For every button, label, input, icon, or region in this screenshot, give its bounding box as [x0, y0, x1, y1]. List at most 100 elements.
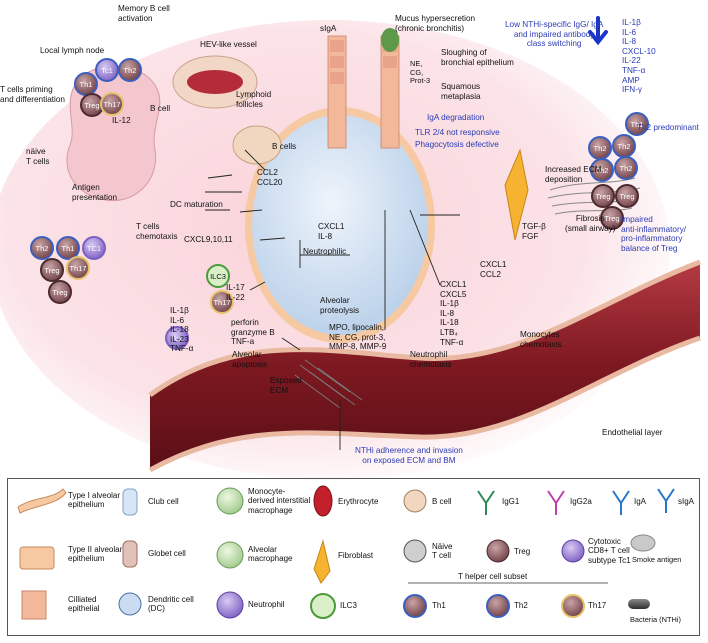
th1-cell-label: Th1 [631, 120, 644, 129]
th17-cell [210, 290, 234, 314]
label-low-nthi: Low NTHi-specific IgG/ IgA and impaired … [505, 20, 604, 49]
type2-epithelium-icon [19, 546, 55, 570]
legend-naive-t: Näive T cell [432, 542, 453, 561]
th2-cell-label: Th2 [620, 164, 633, 173]
legend-ciliated: Cilliated epithelial [68, 595, 100, 614]
legend-smoke: Smoke antigen [632, 555, 682, 564]
label-mucus: Mucus hypersecretion (chronic bronchitis… [395, 14, 476, 33]
bronchial-epithelium [327, 28, 400, 149]
legend-type2: Type II alveolar epithelium [68, 545, 123, 564]
igg2a-icon [547, 490, 565, 515]
ciliated-epithelium-icon [21, 590, 47, 620]
label-neutrophilic: Neutrophilic [303, 247, 347, 256]
tc1-cell [82, 236, 106, 260]
th2-cell [614, 156, 638, 180]
legend-th17: Th17 [588, 601, 607, 610]
type1-epithelium-icon [17, 488, 67, 514]
decrease-arrow [588, 16, 608, 46]
label-cxcl9: CXCL9,10,11 [184, 235, 233, 244]
label-t-priming: T cells priming and differentiation [0, 85, 65, 104]
legend-t-helper: T helper cell subset [458, 572, 528, 581]
th17-cell-label: Th17 [213, 298, 230, 307]
treg-cell [600, 206, 624, 230]
label-cxcl1-ccl2: CXCL1 CCL2 [480, 260, 507, 279]
treg-cell [40, 258, 64, 282]
label-neutrophil-chemotaxis: Neutrophil chemotaxis [410, 350, 452, 369]
th1-cell [625, 112, 649, 136]
th2-cell-label: Th2 [36, 244, 49, 253]
label-ccl2-ccl20: CCL2 CCL20 [257, 168, 283, 187]
label-dc-maturation: DC maturation [170, 200, 223, 209]
cd8-tc1-icon [561, 539, 585, 563]
legend-dc: Dendritic cell (DC) [148, 595, 194, 614]
endothelial-layer [148, 259, 701, 398]
th17-icon [561, 594, 585, 618]
treg-cell-label: Treg [595, 192, 610, 201]
treg-cell [48, 280, 72, 304]
legend-alv-mac: Alveolar macrophage [248, 545, 293, 564]
tc1-cell-label: Tc1 [171, 334, 183, 343]
label-exposed-ecm: Exposed ECM [270, 376, 302, 395]
smoke-antigen-icon [630, 534, 656, 552]
label-nthi-adherence: NTHi adherence and invasion on exposed E… [355, 446, 463, 465]
vessel-inner-wall [148, 335, 701, 473]
legend-type1: Type I alveolar epithelium [68, 491, 121, 510]
label-ne-cg: NE, CG, Prot-3 [410, 59, 431, 86]
label-il17-il22: IL-17 IL-22 [226, 283, 245, 302]
label-squamous: Squamous metaplasia [441, 82, 481, 101]
legend-monocyte-mac: Monocyte- derived interstitial macrophag… [248, 487, 311, 515]
club-cell-icon [122, 488, 138, 516]
legend-bacteria: Bacteria (NTHi) [630, 615, 681, 624]
legend-igg1: IgG1 [502, 497, 520, 506]
legend-bcell: B cell [432, 497, 452, 506]
label-perforin: perforin granzyme B TNF-a [231, 318, 275, 347]
label-naive-t: näive T cells [26, 147, 50, 166]
ilc3-icon [310, 593, 336, 619]
blood-vessel [150, 262, 700, 470]
treg-cell-label: Treg [52, 288, 67, 297]
label-memory-b: Memory B cell activation [118, 4, 170, 23]
th2-cell [590, 158, 614, 182]
neutrophil-icon [216, 591, 244, 619]
treg-cell-label: Treg [619, 192, 634, 201]
legend-treg: Treg [514, 547, 531, 556]
th2-icon [486, 594, 510, 618]
legend-siga: sIgA [678, 497, 695, 506]
ilc3-cell [206, 264, 230, 288]
th2-cell [30, 236, 54, 260]
legend-ilc3: ILC3 [340, 601, 357, 610]
th1-icon [403, 594, 427, 618]
th17-cell-label: Th17 [69, 264, 86, 273]
treg-cell-label: Treg [604, 214, 619, 223]
legend-erythrocyte: Erythrocyte [338, 497, 379, 506]
th1-cell [56, 236, 80, 260]
b-cell-icon [403, 489, 427, 513]
label-b-cell: B cell [150, 104, 171, 113]
th2-cell-label: Th2 [618, 142, 631, 151]
label-phagocytosis: Phagocytosis defective [415, 140, 499, 149]
label-il12: IL-12 [112, 116, 131, 125]
label-lymphoid-follicles: Lymphoid follicles [236, 90, 272, 109]
legend-icons [17, 485, 675, 620]
legend-club: Club cell [148, 497, 179, 506]
legend-th1: Th1 [432, 601, 446, 610]
exposed-ecm [294, 359, 363, 409]
label-endothelial: Endothelial layer [602, 428, 663, 437]
alveolus-lumen [252, 115, 428, 335]
th17-cell [100, 92, 124, 116]
lymphoid-follicle [232, 125, 282, 165]
goblet-cell-icon [122, 540, 138, 568]
th1-cell-label: Th1 [80, 80, 93, 89]
fibroblast-shape [504, 148, 529, 241]
th2-cell-label: Th2 [124, 66, 137, 75]
th17-cell [66, 256, 90, 280]
ilc3-cell-label: ILC3 [210, 272, 226, 281]
label-sloughing: Sloughing of bronchial epithelium [441, 48, 514, 67]
label-b-cells: B cells [272, 142, 297, 151]
siga-icon [657, 488, 675, 513]
label-th2-predominant: Th2 predominant [637, 123, 699, 132]
fibroblast-icon [313, 539, 331, 584]
treg-cell [591, 184, 615, 208]
label-mpo: MPO, lipocalin, NE, CG, prot-3, MMP-8, M… [329, 323, 387, 352]
